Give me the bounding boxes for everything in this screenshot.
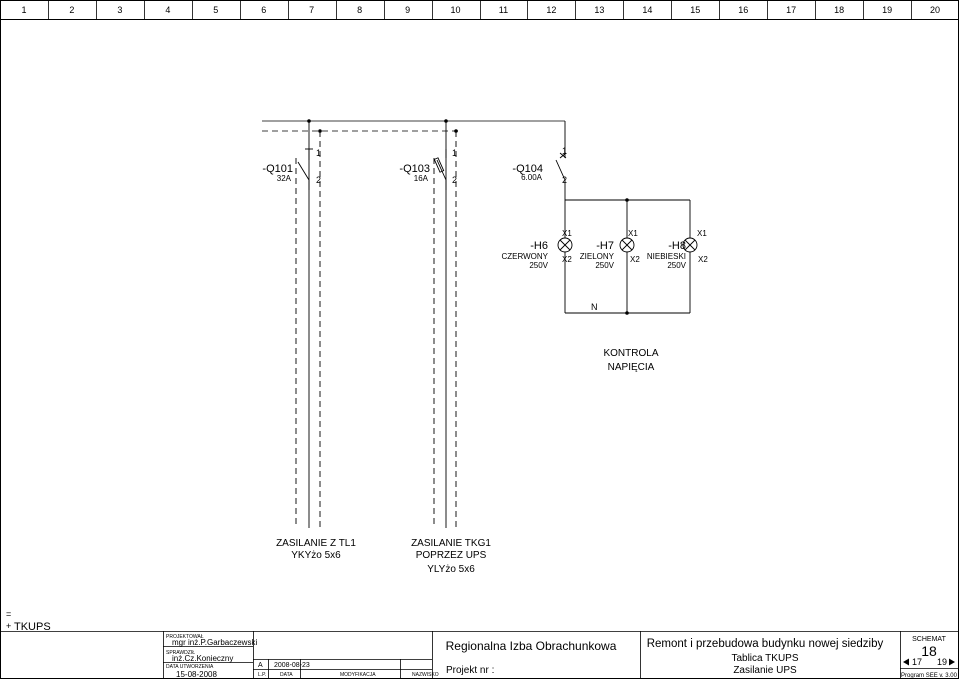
h7-pin-x1: X1	[628, 229, 638, 238]
q104-rating: 6.00A	[521, 173, 543, 182]
lamp-h8-symbol	[682, 237, 698, 253]
feeder-1-line2: YKYżo 5x6	[291, 550, 341, 561]
rev-letter: A	[258, 662, 263, 669]
ruler-column-label: 7	[309, 5, 314, 15]
q101-pin-out: 2	[316, 175, 321, 185]
q104-pin-in: 1	[562, 146, 567, 156]
ruler-column-label: 15	[690, 5, 700, 15]
breaker-q101	[297, 148, 313, 190]
col-modification: MODYFIKACJA	[340, 672, 376, 678]
q101-tag: -Q101	[262, 163, 293, 175]
title-block	[0, 631, 959, 679]
ruler-column-label: 19	[882, 5, 892, 15]
location-plus: +	[6, 621, 11, 631]
junction-dot	[454, 129, 458, 133]
q103-pin-out: 2	[452, 175, 457, 185]
ruler-column-label: 13	[594, 5, 604, 15]
junction-dot	[444, 119, 448, 123]
function-text-line1: KONTROLA	[603, 348, 658, 359]
junction-dot	[625, 198, 629, 202]
sheet-title: Zasilanie UPS	[733, 665, 797, 676]
ruler-column-label: 10	[451, 5, 461, 15]
ruler-column-label: 8	[357, 5, 362, 15]
program-version: Program SEE v. 3.00	[901, 673, 958, 679]
h8-pin-x2: X2	[698, 255, 708, 264]
q103-tag: -Q103	[399, 163, 430, 175]
h8-pin-x1: X1	[697, 229, 707, 238]
checked-label: SPRAWDZIŁ	[166, 650, 195, 656]
ruler-column-label: 9	[405, 5, 410, 15]
junction-dot	[625, 311, 629, 315]
feeder-2-line2: POPRZEZ UPS	[416, 550, 487, 561]
ruler-column-label: 2	[69, 5, 74, 15]
feeder-2-line3: YLYżo 5x6	[427, 564, 475, 575]
designed-by: mgr inż.P.Garbaczewski	[172, 638, 257, 647]
board-name: Tablica TKUPS	[731, 653, 798, 664]
project-title: Remont i przebudowa budynku nowej siedzi…	[647, 638, 884, 650]
ruler-column-label: 5	[213, 5, 218, 15]
h6-pin-x2: X2	[562, 255, 572, 264]
next-sheet: 19	[937, 657, 947, 667]
schemat-label: SCHEMAT	[912, 636, 946, 643]
ruler-column-label: 12	[546, 5, 556, 15]
next-sheet-arrow-icon[interactable]	[949, 658, 955, 666]
q104-pin-out: 2	[562, 175, 567, 185]
ruler-column-label: 4	[165, 5, 170, 15]
q101-rating: 32A	[277, 174, 292, 183]
junction-dot	[307, 119, 311, 123]
project-label: Projekt nr :	[446, 665, 494, 676]
busbars	[262, 120, 565, 132]
ruler-column-label: 14	[642, 5, 652, 15]
h8-voltage: 250V	[667, 261, 686, 270]
col-date: DATA	[280, 672, 293, 678]
h7-pin-x2: X2	[630, 255, 640, 264]
breaker-q103	[433, 149, 447, 190]
breaker-q104	[555, 121, 567, 200]
col-lp: L.P.	[258, 672, 266, 678]
ruler-column-label: 20	[930, 5, 940, 15]
prev-sheet: 17	[912, 657, 922, 667]
h6-tag: -H6	[530, 240, 548, 252]
feeder-1-line1: ZASILANIE Z TL1	[276, 538, 356, 549]
col-name: NAZWISKO	[412, 672, 439, 678]
checked-by: inż.Cz.Konieczny	[172, 654, 233, 663]
h8-tag: -H8	[668, 240, 686, 252]
client-name: Regionalna Izba Obrachunkowa	[446, 639, 617, 653]
ruler-column-label: 17	[786, 5, 796, 15]
h6-pin-x1: X1	[562, 229, 572, 238]
location-name: TKUPS	[14, 621, 51, 633]
ruler-column-label: 1	[21, 5, 26, 15]
location-eq: =	[6, 609, 11, 619]
h6-color: CZERWONY	[501, 252, 548, 261]
designed-label: PROJEKTOWAŁ	[166, 634, 204, 640]
h6-voltage: 250V	[529, 261, 548, 270]
function-text-line2: NAPIĘCIA	[608, 362, 655, 373]
q104-tag: -Q104	[512, 163, 543, 175]
ruler-column-label: 6	[261, 5, 266, 15]
ruler-column-label: 3	[117, 5, 122, 15]
q103-rating: 16A	[414, 174, 429, 183]
h8-color: NIEBIESKI	[647, 252, 686, 261]
feeder-2-line1: ZASILANIE TKG1	[411, 538, 491, 549]
sheet-number: 18	[921, 643, 937, 659]
lamp-h6-symbol	[557, 237, 573, 253]
ruler-column-label: 18	[834, 5, 844, 15]
neutral-label: N	[591, 302, 598, 312]
created-date: 15-08-2008	[176, 670, 217, 679]
ruler-column-label: 11	[499, 5, 508, 15]
prev-sheet-arrow-icon[interactable]	[903, 658, 909, 666]
h7-tag: -H7	[596, 240, 614, 252]
ruler-column-label: 16	[738, 5, 748, 15]
lamp-h7-symbol	[619, 237, 635, 253]
h7-color: ZIELONY	[580, 252, 615, 261]
rev-date: 2008-08-23	[274, 662, 310, 669]
created-label: DATA UTWORZENIA	[166, 664, 214, 670]
h7-voltage: 250V	[595, 261, 614, 270]
q103-pin-in: 1	[452, 148, 457, 158]
junction-dot	[318, 129, 322, 133]
q101-pin-in: 1	[316, 148, 321, 158]
